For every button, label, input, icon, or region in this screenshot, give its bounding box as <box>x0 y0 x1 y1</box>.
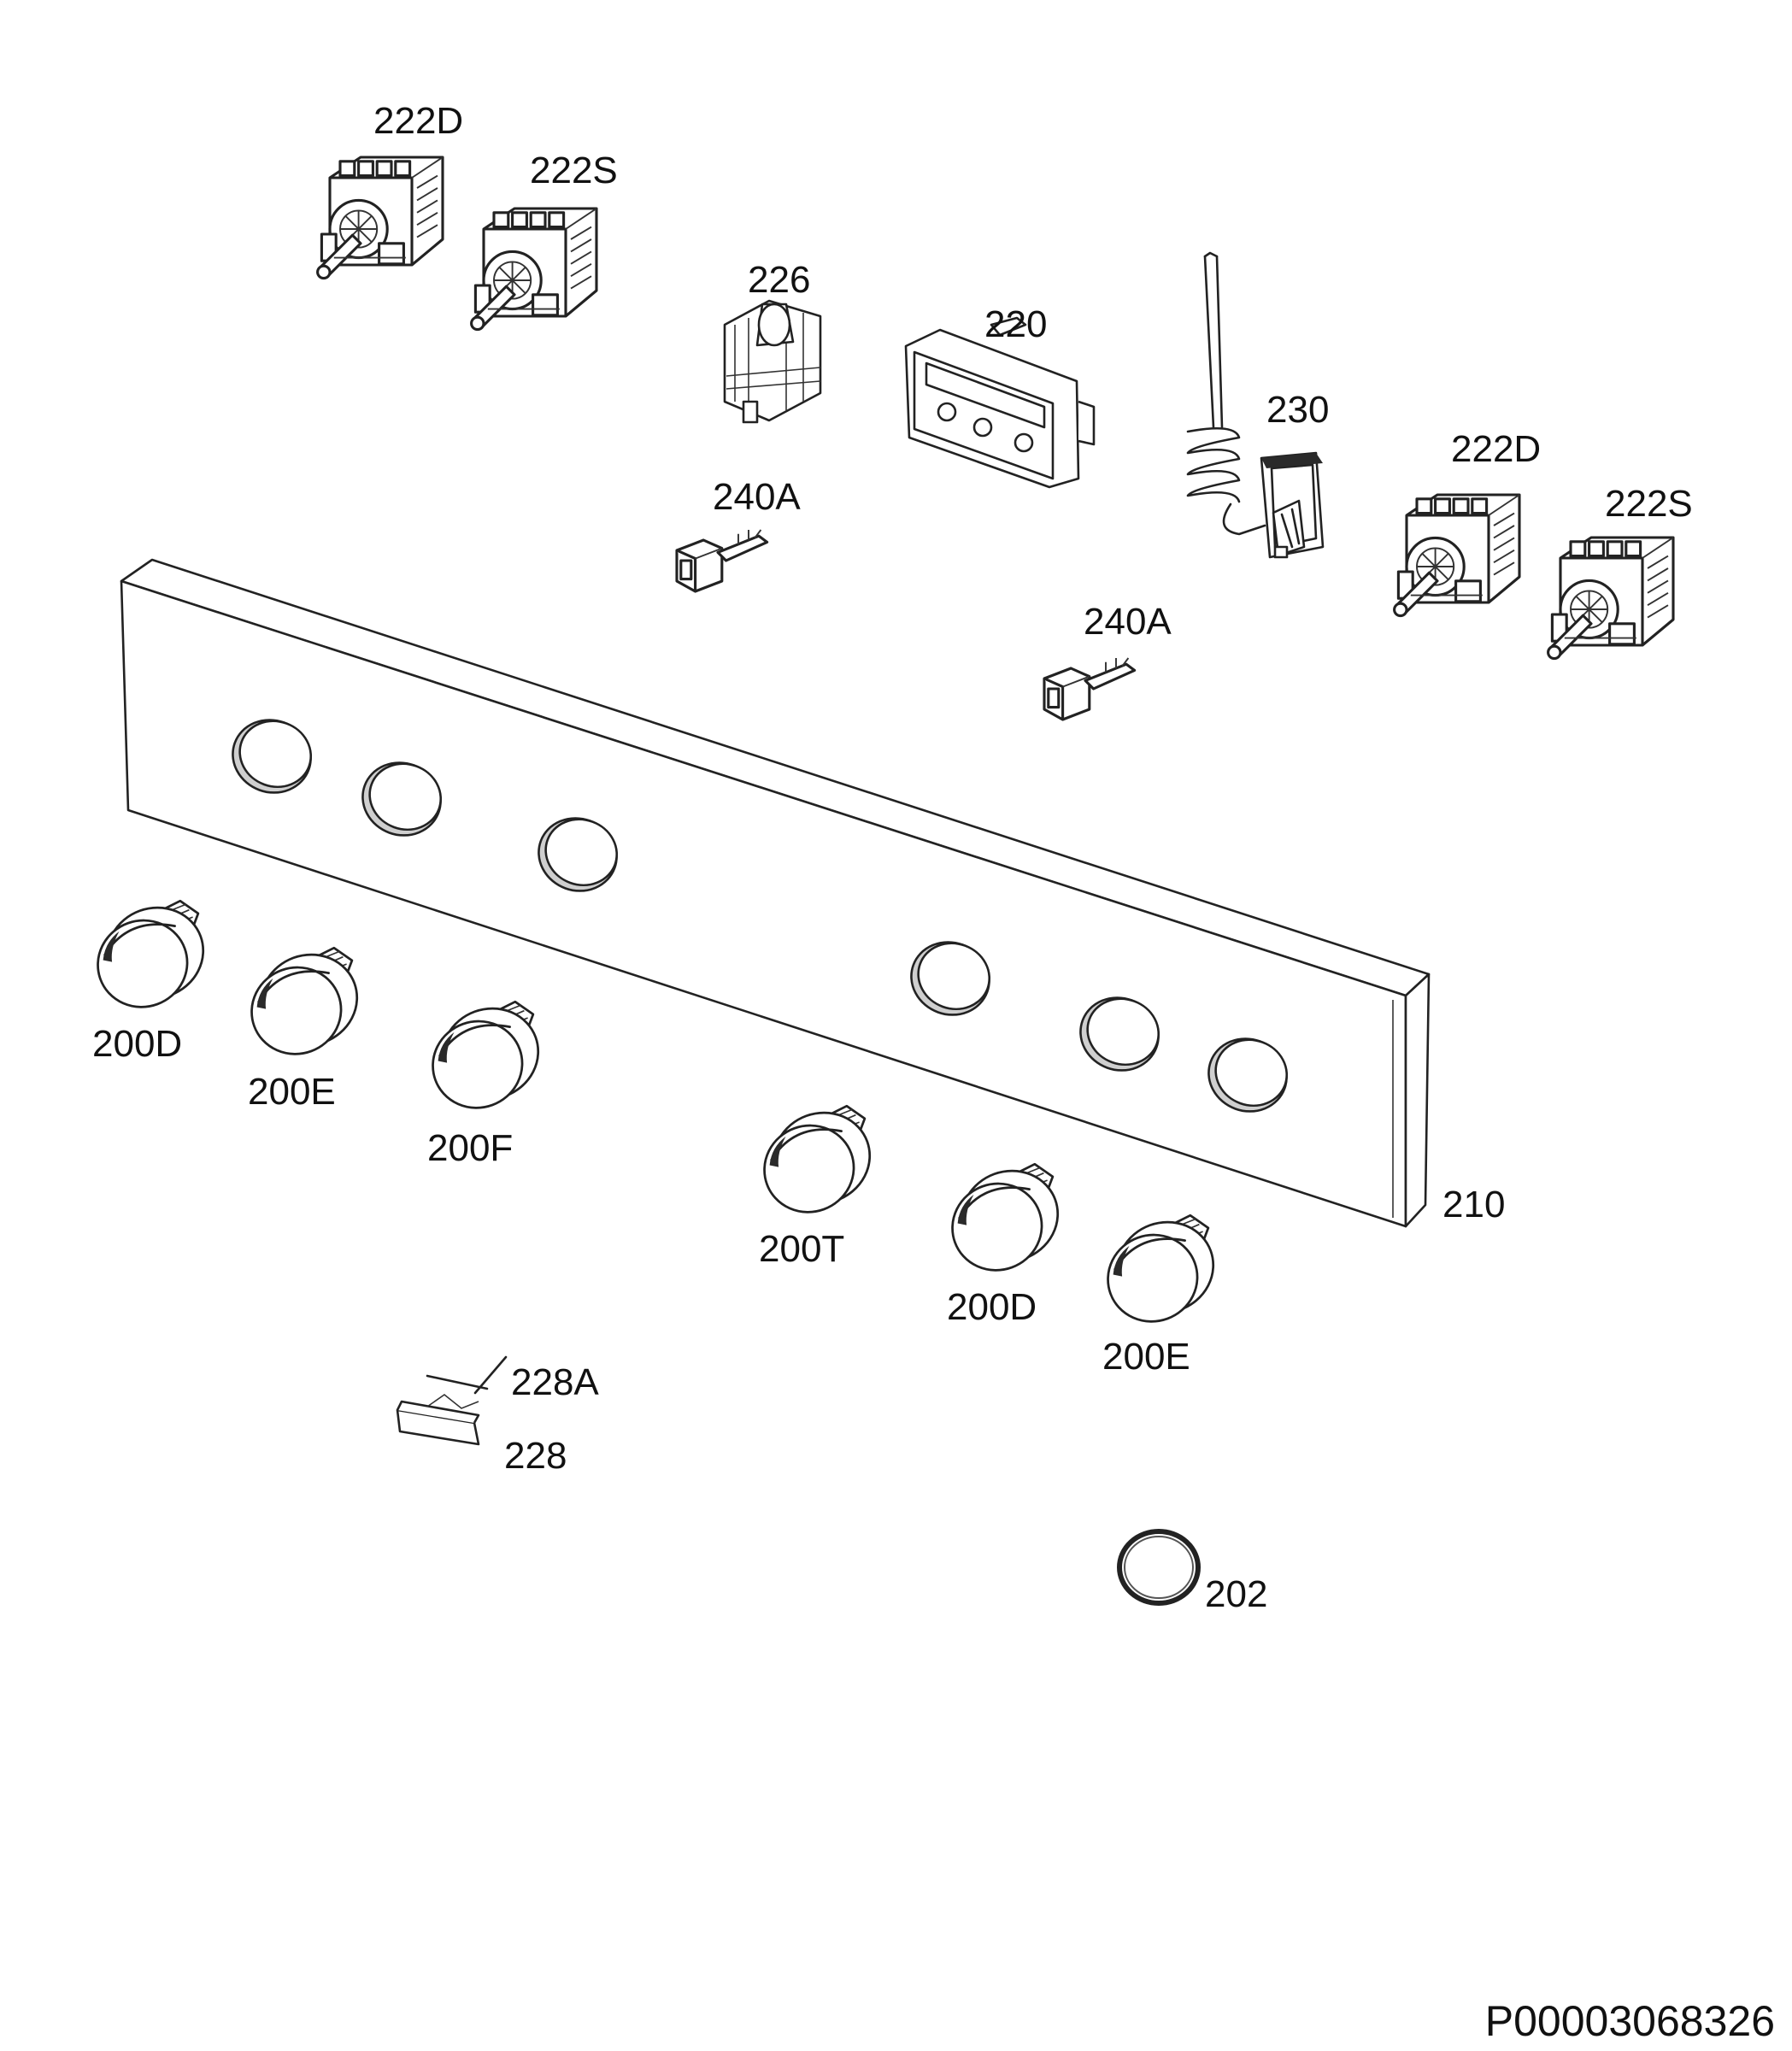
label-222D-top: 222D <box>373 100 463 142</box>
document-id: P00003068326 <box>1484 1997 1775 2045</box>
display-housing-220 <box>904 316 1096 489</box>
label-220: 220 <box>984 303 1047 345</box>
label-200E-left: 200E <box>248 1071 336 1113</box>
label-200F: 200F <box>427 1127 513 1169</box>
knob-200F <box>419 994 553 1122</box>
control-panel-210 <box>120 558 1431 1228</box>
knob-200E-right <box>1094 1208 1228 1336</box>
label-202: 202 <box>1205 1573 1267 1615</box>
label-240A-right: 240A <box>1084 601 1172 643</box>
label-226: 226 <box>748 259 810 301</box>
label-222S-right: 222S <box>1605 483 1693 525</box>
knob-200T <box>750 1098 884 1226</box>
knob-200D-left <box>84 893 218 1021</box>
label-200E-right: 200E <box>1102 1336 1190 1378</box>
label-240A-left: 240A <box>713 476 801 518</box>
knob-200E-left <box>238 940 372 1068</box>
knob-200D-right <box>938 1156 1072 1284</box>
label-222D-right: 222D <box>1451 428 1541 470</box>
label-200D-left: 200D <box>92 1023 182 1065</box>
thermostat-230 <box>1186 251 1325 559</box>
label-230: 230 <box>1266 389 1329 431</box>
rotary-switch-222D-right <box>1393 493 1521 618</box>
label-222S-top: 222S <box>530 150 618 191</box>
lamp-holder-240A-right <box>1043 656 1137 721</box>
label-200T: 200T <box>759 1228 844 1270</box>
label-210: 210 <box>1442 1184 1505 1225</box>
label-228: 228 <box>504 1435 567 1477</box>
rotary-switch-222S-top <box>470 207 598 332</box>
ring-202 <box>1117 1529 1201 1606</box>
bracket-228A <box>426 1355 508 1395</box>
handle-228 <box>396 1394 480 1446</box>
rotary-switch-222D-top <box>316 156 444 280</box>
rotary-switch-222S-right <box>1547 536 1675 661</box>
selector-switch-226 <box>723 299 822 424</box>
label-200D-right: 200D <box>947 1286 1037 1328</box>
label-228A: 228A <box>511 1361 599 1403</box>
lamp-holder-240A-left <box>675 528 769 593</box>
